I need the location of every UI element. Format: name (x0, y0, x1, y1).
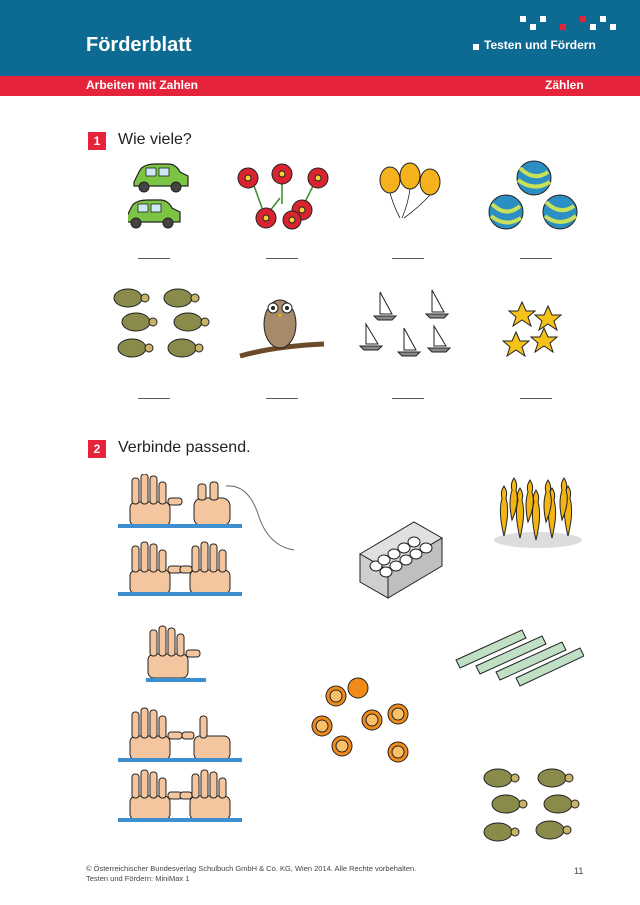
task-2-number: 2 (88, 440, 106, 458)
book-title-text: Testen und Fördern: MiniMax 1 (86, 874, 190, 883)
flower-icon (237, 163, 329, 230)
hands-column (118, 474, 295, 822)
answer-line-owl[interactable] (266, 398, 298, 399)
section-title: Arbeiten mit Zahlen (86, 78, 199, 92)
header-bar: Förderblatt Testen und Fördern (0, 0, 640, 76)
turtle-icon (483, 768, 580, 842)
task-1-title: Wie viele? (118, 131, 192, 148)
answer-line-stars[interactable] (520, 398, 552, 399)
balloon-icon (379, 162, 441, 219)
section-bar: Arbeiten mit Zahlen Zählen (0, 76, 640, 96)
ball-icon (488, 160, 578, 230)
answer-line-flowers[interactable] (266, 258, 298, 259)
star-icon (502, 300, 563, 358)
task-1-number: 1 (88, 132, 106, 150)
ruler-icon (455, 629, 584, 687)
answer-line-balloons[interactable] (392, 258, 424, 259)
orange-icon (311, 677, 409, 763)
egg-carton-icon (359, 521, 443, 599)
section-topic: Zählen (545, 78, 584, 92)
answer-line-turtles[interactable] (138, 398, 170, 399)
turtle-icon (113, 288, 210, 358)
brand-bullet (473, 44, 479, 50)
copyright-text: © Österreichischer Bundesverlag Schulbuc… (86, 864, 417, 873)
car-icon (128, 163, 189, 229)
footer: © Österreichischer Bundesverlag Schulbuc… (86, 864, 416, 884)
owl-icon (239, 299, 325, 359)
page-number: 11 (574, 866, 584, 876)
page-title: Förderblatt (86, 34, 192, 56)
bowling-pins-icon (494, 477, 582, 548)
answer-line-sailboats[interactable] (392, 398, 424, 399)
brand-name: Testen und Fördern (484, 38, 596, 52)
answer-line-cars[interactable] (138, 258, 170, 259)
answer-line-balls[interactable] (520, 258, 552, 259)
sailboat-icon (358, 289, 452, 357)
task-2-title: Verbinde passend. (118, 439, 251, 456)
